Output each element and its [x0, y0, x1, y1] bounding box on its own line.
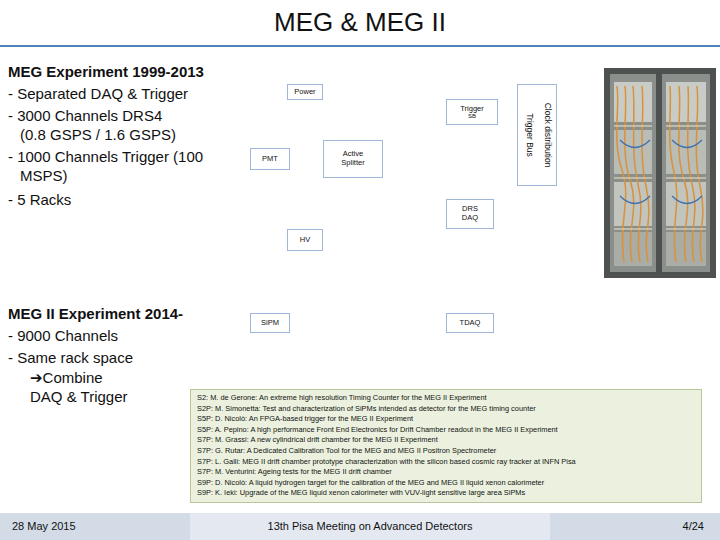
node-label: 4/24: [683, 520, 704, 533]
node-label: SiPM: [261, 319, 279, 328]
bullet-text: - 3000 Channels DRS4 (0.8 GSPS / 1.6 GSP…: [8, 106, 188, 144]
bus-band: Clock distribution Trigger Bus: [517, 84, 557, 186]
section-heading: MEG II Experiment 2014-: [8, 304, 238, 323]
block-box: Active Splitter: [323, 140, 383, 178]
reference-line: S5P: A. Pepino: A high performance Front…: [197, 425, 558, 436]
block-box: TriggerSB: [446, 99, 498, 125]
node-label: Active Splitter: [333, 150, 373, 167]
bullet-text: - Separated DAQ & Trigger: [8, 84, 248, 103]
section-heading: MEG Experiment 1999-2013: [8, 62, 258, 81]
reference-line: S7P: M. Grassi: A new cylindrical drift …: [197, 435, 438, 446]
slide-title: MEG & MEG II: [0, 7, 720, 38]
reference-line: S2: M. de Gerone: An extreme high resolu…: [197, 393, 487, 404]
bullet-text: ➔Combine DAQ & Trigger: [30, 368, 134, 406]
node-label: PMT: [262, 155, 278, 164]
node-label: Clock distribution: [542, 103, 552, 168]
bullet-text: - 1000 Channels Trigger (100 MSPS): [8, 147, 208, 185]
rack-photo: [604, 68, 716, 278]
block-box: DRS DAQ: [446, 199, 494, 229]
node-label: SB: [468, 113, 476, 119]
reference-line: S7P: L. Galli: MEG II drift chamber prot…: [197, 457, 576, 468]
bullet-text: - Same rack space: [8, 348, 208, 367]
reference-line: S2P: M. Simonetta: Test and characteriza…: [197, 404, 536, 415]
block-box: HV: [287, 229, 323, 251]
reference-line: S7P: M. Venturini: Ageing tests for the …: [197, 467, 392, 478]
footer-event: 13th Pisa Meeting on Advanced Detectors: [190, 513, 550, 540]
reference-line: S5P: D. Nicolò: An FPGA-based trigger fo…: [197, 414, 413, 425]
node-label: DRS DAQ: [457, 205, 483, 222]
footer-date: 28 May 2015: [0, 513, 190, 540]
reference-line: S7P: G. Rutar: A Dedicated Calibration T…: [197, 446, 496, 457]
block-box: TDAQ: [446, 313, 494, 333]
node-label: HV: [300, 236, 310, 245]
reference-line: S9P: D. Nicolò: A liquid hydrogen target…: [197, 478, 544, 489]
bullet-text: - 5 Racks: [8, 190, 208, 209]
node-label: 28 May 2015: [12, 520, 76, 533]
title-rule: [0, 45, 720, 47]
node-label: Power: [294, 88, 315, 97]
block-box: Power: [287, 84, 323, 100]
node-label: TDAQ: [460, 319, 481, 328]
reference-line: S9P: K. Ieki: Upgrade of the MEG liquid …: [197, 488, 525, 499]
block-box: SiPM: [250, 313, 290, 333]
reference-box: S2: M. de Gerone: An extreme high resolu…: [190, 389, 702, 503]
node-label: Trigger: [460, 105, 483, 114]
node-label: Trigger Bus: [524, 113, 534, 157]
node-label: 13th Pisa Meeting on Advanced Detectors: [268, 520, 473, 533]
footer-page: 4/24: [550, 513, 720, 540]
block-box: PMT: [250, 148, 290, 170]
bullet-text: - 9000 Channels: [8, 326, 208, 345]
